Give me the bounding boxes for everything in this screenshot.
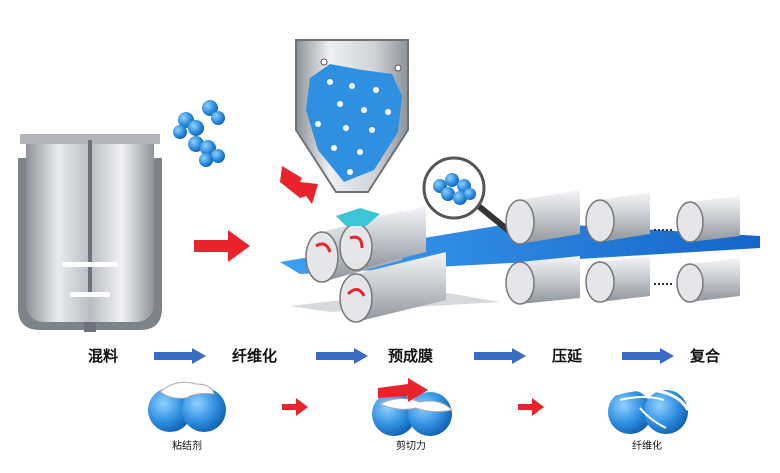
red-arrow-to-rollers xyxy=(194,230,250,262)
powder-particles xyxy=(173,100,225,167)
step-label-calendering: 压延 xyxy=(552,347,583,365)
preform-rollers xyxy=(305,206,446,323)
fibrillated-particles xyxy=(608,387,690,434)
step-label-preforming: 预成膜 xyxy=(388,347,434,365)
flow-arrow-icon xyxy=(474,348,526,364)
step-label-mixing: 混料 xyxy=(88,347,119,365)
flow-arrow-icon xyxy=(316,348,368,364)
mixing-tank xyxy=(18,134,162,332)
small-red-arrow-2 xyxy=(518,398,544,416)
binder-particles xyxy=(148,381,226,432)
sub-label-binder: 粘结剂 xyxy=(172,441,202,452)
sub-label-fibrillation: 纤维化 xyxy=(632,441,662,452)
step-label-fibrillation: 纤维化 xyxy=(232,347,278,365)
calender-rollers xyxy=(505,190,740,305)
shear-particles xyxy=(372,378,454,436)
small-red-arrow-1 xyxy=(282,398,308,416)
magnifier-icon xyxy=(422,156,511,233)
sub-label-shear-force: 剪切力 xyxy=(396,441,426,452)
red-arrow-from-hopper xyxy=(280,166,318,204)
hopper xyxy=(295,39,409,193)
step-label-laminating: 复合 xyxy=(690,347,721,365)
flow-arrow-icon xyxy=(154,348,206,364)
flow-arrow-icon xyxy=(622,348,674,364)
